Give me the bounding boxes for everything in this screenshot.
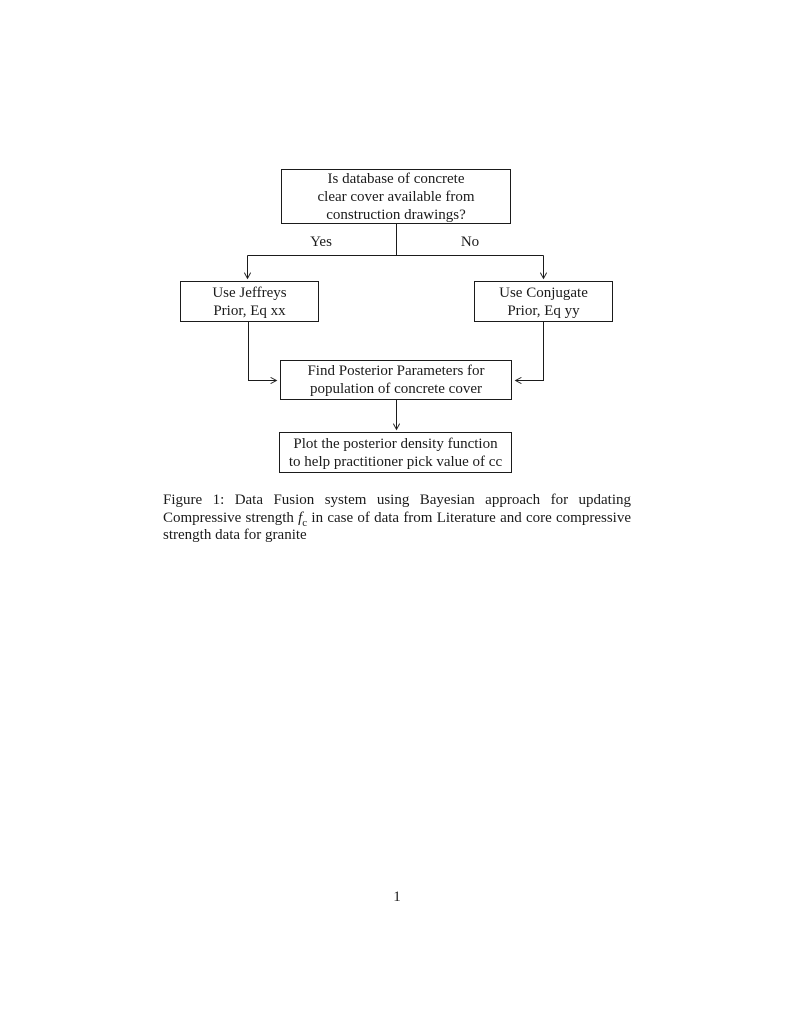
plot-density-box: Plot the posterior density function to h… bbox=[279, 432, 512, 473]
decision-box: Is database of concrete clear cover avai… bbox=[281, 169, 511, 224]
plot-density-box-line: Plot the posterior density function bbox=[293, 435, 498, 452]
jeffreys-prior-box-line: Prior, Eq xx bbox=[213, 302, 286, 319]
figure-caption: Figure 1: Data Fusion system using Bayes… bbox=[163, 492, 631, 545]
figure-caption-text: Figure 1: Data Fusion system using Bayes… bbox=[163, 492, 631, 526]
conjugate-prior-box: Use Conjugate Prior, Eq yy bbox=[474, 281, 613, 322]
jeffreys-prior-box-line: Use Jeffreys bbox=[212, 284, 287, 301]
figure-caption-text: in case of data from Literature and core… bbox=[163, 509, 631, 544]
decision-box-line: construction drawings? bbox=[326, 206, 466, 223]
fc-symbol: f bbox=[298, 509, 303, 526]
decision-box-line: clear cover available from bbox=[317, 188, 475, 205]
connector-jeffreys-to-posterior bbox=[248, 322, 278, 385]
conjugate-prior-box-line: Use Conjugate bbox=[499, 284, 588, 301]
connector-conjugate-to-posterior bbox=[514, 322, 544, 385]
jeffreys-prior-box: Use Jeffreys Prior, Eq xx bbox=[180, 281, 319, 322]
plot-density-box-line: to help practitioner pick value of cc bbox=[288, 453, 503, 470]
posterior-parameters-box-line: Find Posterior Parameters for bbox=[307, 363, 485, 379]
fc-subscript: c bbox=[302, 516, 308, 529]
conjugate-prior-box-line: Prior, Eq yy bbox=[507, 302, 580, 319]
branch-label-yes: Yes bbox=[310, 234, 332, 250]
page-number: 1 bbox=[393, 889, 401, 905]
posterior-parameters-box-line: population of concrete cover bbox=[309, 381, 482, 397]
branch-label-no: No bbox=[460, 234, 480, 250]
posterior-parameters-box: Find Posterior Parameters for population… bbox=[280, 360, 512, 400]
decision-box-line: Is database of concrete bbox=[327, 170, 465, 187]
